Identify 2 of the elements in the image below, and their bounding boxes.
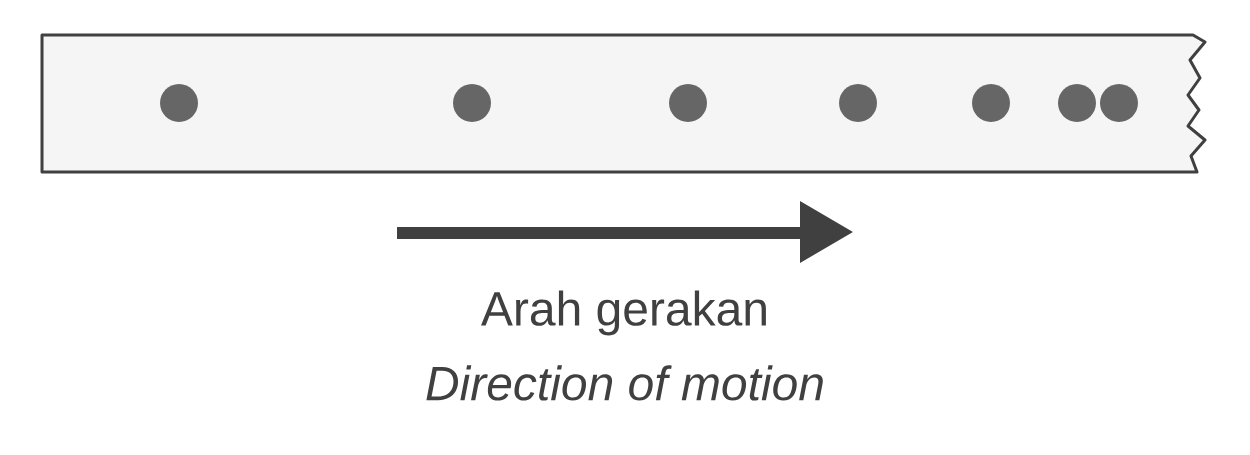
- motion-label: Direction of motion: [426, 365, 823, 401]
- motion-label: Arah gerakan: [481, 290, 766, 336]
